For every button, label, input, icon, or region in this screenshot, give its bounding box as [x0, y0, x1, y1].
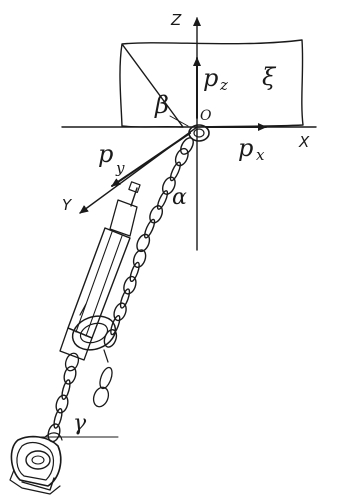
tension-cylinder	[59, 181, 141, 372]
top-hook	[180, 124, 210, 155]
px-label: p	[238, 134, 253, 162]
y-axis-label: Y	[62, 196, 73, 214]
clamp-ring	[71, 303, 117, 363]
chain-link	[123, 275, 137, 295]
chain-link	[61, 379, 71, 400]
chain-link	[53, 408, 63, 429]
x-axis-label: X	[298, 133, 310, 151]
gamma-label: γ	[73, 411, 87, 436]
py-force-arrow	[111, 132, 191, 187]
chain-link	[169, 161, 182, 182]
alpha-label: α	[172, 185, 187, 210]
pz-subscript: z	[219, 76, 228, 94]
px-subscript: x	[256, 146, 265, 164]
py-label: p	[98, 140, 113, 168]
origin-label: O	[200, 108, 212, 124]
chain-link	[132, 249, 147, 268]
bottom-hook-block	[9, 432, 63, 495]
chain-link	[63, 365, 77, 385]
chain-link	[110, 314, 121, 336]
chain-link	[55, 394, 69, 414]
side-chain	[92, 366, 113, 408]
chain-link	[143, 218, 156, 239]
chain-link	[113, 302, 127, 322]
pz-label: p	[203, 64, 218, 92]
chain-link	[156, 190, 169, 210]
chain-link	[174, 147, 189, 167]
chain-link	[119, 288, 131, 309]
chain	[47, 147, 189, 443]
chain-link	[149, 205, 164, 224]
z-axis-label: Z	[170, 11, 182, 29]
beta-indicator-line	[169, 115, 189, 127]
chain-link	[129, 261, 140, 283]
py-subscript: y	[115, 159, 125, 177]
surface-label: ξ	[262, 63, 277, 91]
beta-label: β	[154, 91, 169, 119]
chain-link	[161, 176, 176, 195]
